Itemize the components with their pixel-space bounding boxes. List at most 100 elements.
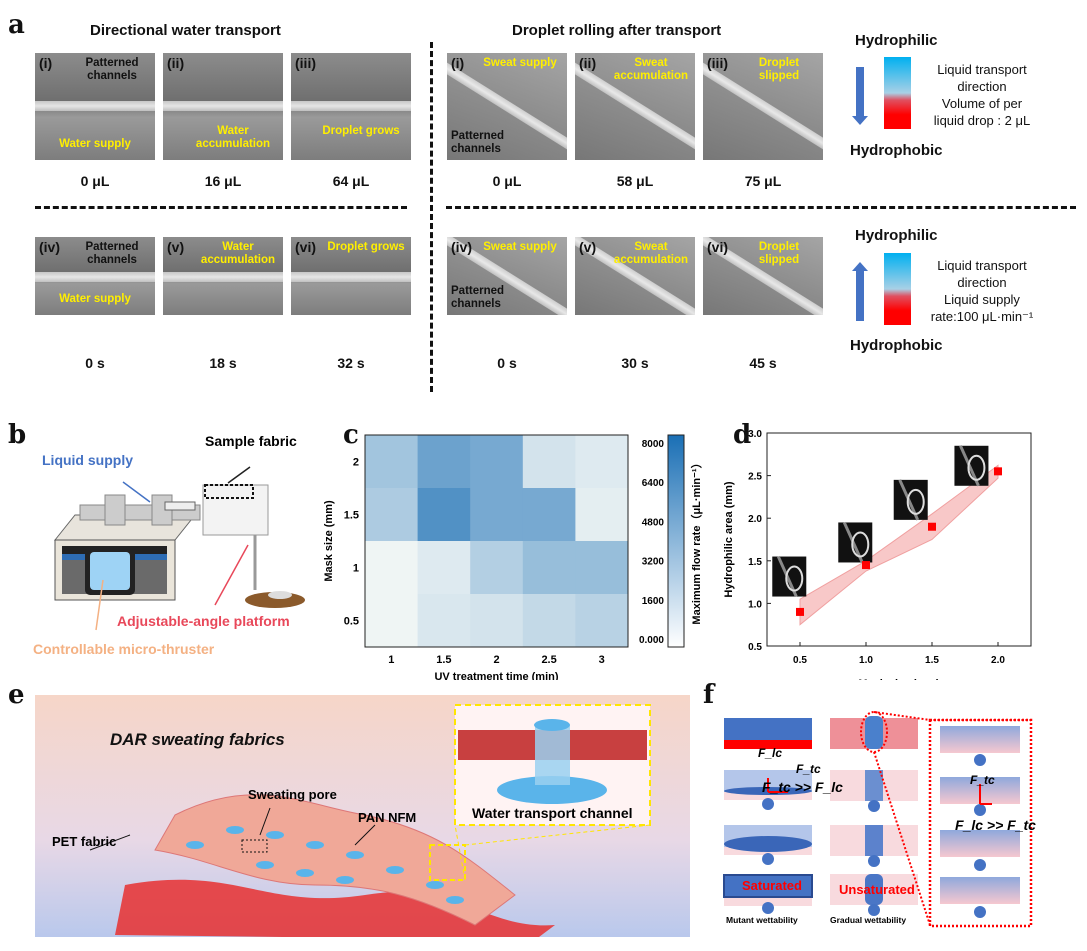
x-tick-label: 2.5 — [541, 654, 556, 666]
hydrophilic-label: Hydrophilic — [855, 32, 938, 49]
photo-index: (iii) — [707, 55, 728, 71]
photo-annotation: Patterned channels — [85, 241, 139, 266]
experiment-photo: (v)Sweat accumulation — [575, 237, 695, 315]
wettability-gradient — [884, 253, 911, 325]
heatmap-cell — [575, 435, 629, 489]
experiment-photo: (iii) Droplet slipped — [703, 53, 823, 160]
photo-caption: 0 μL — [80, 173, 110, 189]
force-comparison-mutant: F_tc >> F_lc — [762, 779, 843, 795]
photo-annotation: Droplet grows — [327, 241, 405, 253]
heatmap-cell — [575, 488, 629, 542]
x-tick-label: 3 — [599, 654, 605, 666]
heatmap-cell — [365, 435, 419, 489]
wettability-mechanism-diagram — [723, 711, 1033, 928]
force-label-ftc: F_tc — [796, 762, 821, 776]
photo-annotation: Water accumulation — [195, 125, 271, 150]
hydrophobic-label: Hydrophobic — [850, 337, 943, 354]
fabric-strip — [163, 101, 283, 112]
y-tick-label: 0.5 — [748, 642, 762, 653]
photo-caption: 16 μL — [204, 173, 242, 189]
dar-title: DAR sweating fabrics — [110, 730, 285, 749]
divider — [35, 206, 407, 209]
photo-index: (ii) — [579, 55, 597, 71]
legend-line: rate:100 μL·min⁻¹ — [930, 309, 1034, 324]
x-tick-label: 0.5 — [793, 655, 807, 666]
wettability-gradient — [884, 57, 911, 129]
fabric-strip — [291, 272, 411, 283]
colorbar-label: Maximum flow rate（μL·min⁻¹） — [690, 457, 703, 624]
y-tick-label: 2 — [353, 457, 359, 469]
y-tick-label: 1.5 — [748, 557, 762, 568]
down-arrow-icon — [856, 67, 864, 117]
photo-annotation: Patterned channels — [451, 130, 505, 155]
heatmap-cell — [365, 488, 419, 542]
y-axis-label: Hydrophilic area (mm) — [723, 481, 735, 597]
legend-line: Liquid transport — [937, 258, 1027, 273]
photo-annotation: Patterned channels — [451, 285, 505, 310]
up-arrow-icon — [856, 271, 864, 321]
sample-highlight-box — [204, 484, 254, 499]
data-point — [928, 522, 936, 531]
panel-f-label: f — [703, 680, 715, 710]
photo-annotation: Droplet grows — [322, 125, 400, 137]
force-comparison-gradual: F_lc >> F_tc — [955, 817, 1036, 833]
fabric-strip — [35, 272, 155, 283]
photo-caption: 45 s — [749, 355, 777, 371]
droplet-image — [838, 522, 873, 563]
photo-annotation: Water accumulation — [200, 241, 276, 266]
y-tick-label: 2.0 — [748, 514, 762, 525]
photo-index: (i) — [451, 55, 465, 71]
photo-index: (vi) — [295, 239, 316, 255]
colorbar-tick: 6400 — [642, 478, 665, 489]
data-point — [862, 561, 870, 570]
photo-caption: 58 μL — [616, 173, 654, 189]
heatmap-cell — [470, 488, 524, 542]
photo-index: (vi) — [707, 239, 728, 255]
heatmap-cell — [522, 488, 576, 542]
photo-index: (iv) — [39, 239, 60, 255]
colorbar-tick: 4800 — [642, 517, 665, 528]
colorbar-tick: 8000 — [642, 439, 665, 450]
photo-caption: 64 μL — [332, 173, 370, 189]
photo-index: (v) — [167, 239, 185, 255]
photo-annotation: Droplet slipped — [758, 57, 800, 82]
data-point — [994, 467, 1002, 476]
x-tick-label: 2.0 — [991, 655, 1005, 666]
legend-line: direction — [957, 79, 1007, 94]
x-axis-label: UV treatment time (min) — [434, 671, 558, 680]
data-point — [796, 607, 804, 616]
photo-index: (i) — [39, 55, 53, 71]
legend-line: Volume of per — [941, 96, 1023, 111]
plot-frame — [364, 434, 629, 648]
x-tick-label: 1.0 — [859, 655, 873, 666]
heatmap-cell — [522, 541, 576, 595]
photo-caption: 75 μL — [744, 173, 782, 189]
photo-index: (iv) — [451, 239, 472, 255]
fabric-strip — [35, 101, 155, 112]
photo-annotation: Patterned channels — [85, 57, 139, 82]
panel-c-label: c — [343, 420, 359, 450]
photo-caption: 0 s — [85, 355, 105, 371]
unsaturated-label: Unsaturated — [839, 882, 915, 897]
divider — [446, 206, 1076, 209]
droplet-outline — [851, 531, 870, 558]
sweating-pore-label: Sweating pore — [248, 787, 337, 802]
pan-nfm-label: PAN NFM — [358, 810, 417, 825]
droplet-image — [954, 445, 989, 486]
experiment-photo: (iii)Droplet grows — [291, 53, 411, 160]
heatmap-cell — [575, 594, 629, 648]
photo-annotation: Water supply — [59, 293, 131, 305]
mutant-wettability-label: Mutant wettability — [726, 915, 798, 925]
fabric-strip — [163, 272, 283, 283]
experiment-photo: (ii) Sweat accumulation — [575, 53, 695, 160]
panel-b-label: b — [8, 420, 27, 450]
x-tick-label: 1.5 — [436, 654, 451, 666]
force-label-flc: F_lc — [758, 746, 783, 760]
photo-annotation: Sweat accumulation — [613, 57, 689, 82]
photo-annotation: Sweat supply — [483, 57, 557, 69]
pet-fabric-layer — [115, 879, 555, 937]
x-tick-label: 2 — [493, 654, 499, 666]
heatmap-cell — [365, 594, 419, 648]
